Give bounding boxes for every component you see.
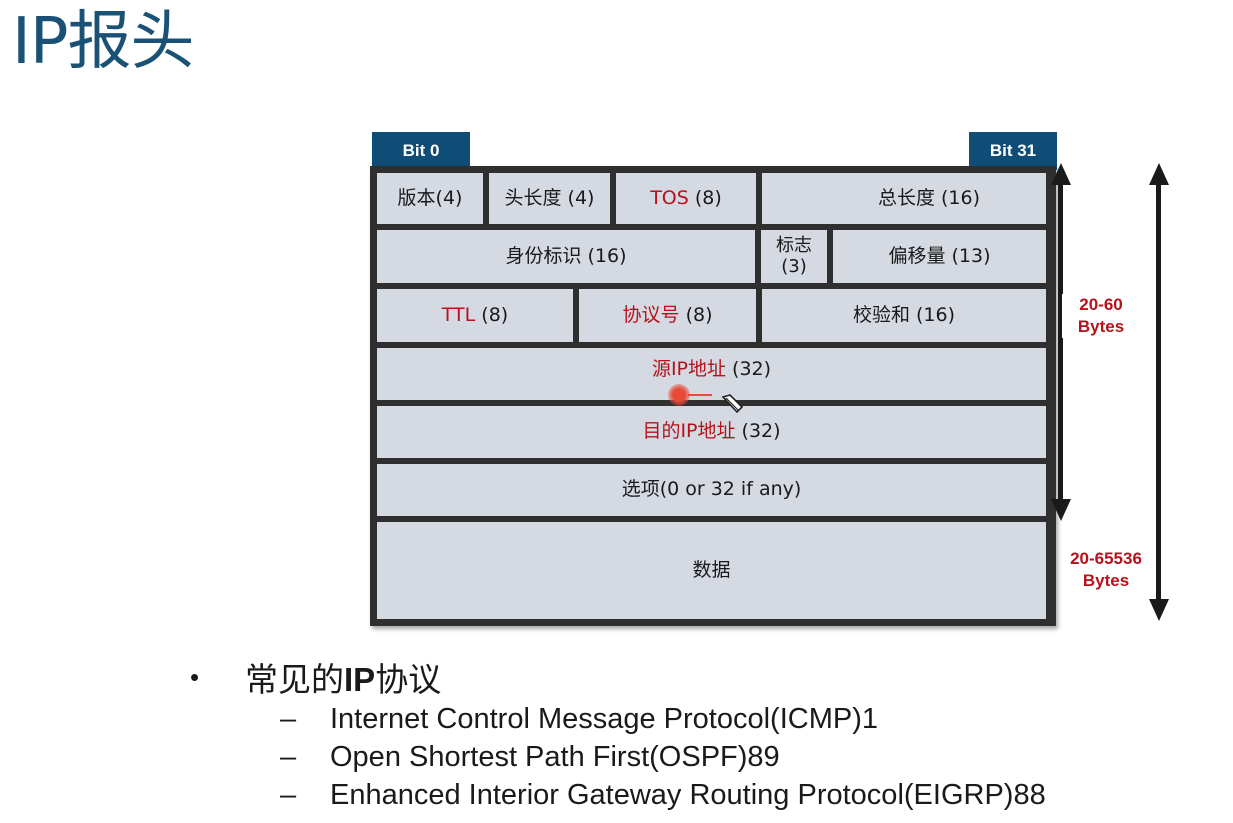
cell-destination-ip: 目的IP地址 (32) [377,406,1046,458]
cell-destination-ip-red-text: 目的IP地址 [642,420,736,443]
list-item: – Internet Control Message Protocol(ICMP… [280,700,1046,738]
cell-source-ip-text: (32) [726,358,772,381]
header-arrow-down-head [1051,499,1071,521]
packet-size-line1: 20-65536 [1070,549,1142,568]
page-title: IP报头 [12,5,194,79]
dash-icon: – [280,740,297,773]
dash-icon: – [280,778,297,811]
dash-icon: – [280,702,297,735]
pen-cursor-icon [721,394,744,414]
cell-source-ip-red-text: 源IP地址 [651,358,726,381]
cell-tos-text: (8) [688,186,722,209]
bullet-heading-bold: IP [344,661,376,698]
ip-header-diagram: 版本(4) 头长度 (4) TOS (8) 总长度 (16) 身份标识 (16)… [370,166,1056,626]
cell-tos-red-text: TOS [650,186,689,209]
cell-header-length-text: 头长度 (4) [504,186,595,209]
cell-data: 数据 [377,522,1046,619]
cell-ttl-text: (8) [475,303,509,326]
packet-arrow-shaft [1156,183,1161,601]
cell-data-text: 数据 [692,558,731,581]
list-item-text: Open Shortest Path First(OSPF)89 [330,740,780,773]
cell-fragment-offset-text: 偏移量 (13) [888,244,991,267]
list-item-text: Internet Control Message Protocol(ICMP)1 [330,702,878,735]
cell-ttl: TTL (8) [377,289,573,342]
cell-fragment-offset: 偏移量 (13) [833,230,1046,283]
cell-tos: TOS (8) [616,173,756,224]
list-item-text: Enhanced Interior Gateway Routing Protoc… [330,778,1046,811]
header-arrow-shaft [1058,183,1063,501]
bullet-heading-part1: 常见的 [245,661,344,698]
cell-identification-text: 身份标识 (16) [505,244,627,267]
protocol-list: • 常见的IP协议 – Internet Control Message Pro… [190,654,1046,814]
packet-size-line2: Bytes [1082,571,1130,590]
cell-options: 选项(0 or 32 if any) [377,464,1046,516]
bullet-dot-icon: • [190,661,200,692]
header-size-label: 20-60 Bytes [1062,294,1140,338]
cell-protocol-red-text: 协议号 [622,303,680,326]
bit-0-tab: Bit 0 [372,132,470,170]
packet-arrow-up-head [1149,163,1169,185]
bullet-heading-part2: 协议 [375,661,442,698]
laser-pointer-icon [668,384,690,406]
cell-source-ip: 源IP地址 (32) [377,348,1046,400]
list-item: – Enhanced Interior Gateway Routing Prot… [280,776,1046,814]
cell-options-text: 选项(0 or 32 if any) [621,478,802,501]
bullet-heading: • 常见的IP协议 [190,654,1046,700]
packet-size-label: 20-65536 Bytes [1062,548,1150,592]
laser-trail [688,394,712,396]
cell-protocol-text: (8) [679,303,713,326]
cell-version: 版本(4) [377,173,483,224]
cell-identification: 身份标识 (16) [377,230,755,283]
cell-version-text: 版本(4) [397,186,463,209]
header-arrow-up-head [1051,163,1071,185]
cell-destination-ip-text: (32) [735,420,781,443]
header-size-line1: 20-60 [1079,295,1123,314]
cell-checksum: 校验和 (16) [762,289,1046,342]
cell-flags-text: 标志 (3) [776,234,812,277]
cell-header-length: 头长度 (4) [489,173,610,224]
cell-checksum-text: 校验和 (16) [852,303,956,326]
header-size-line2: Bytes [1077,317,1125,336]
cell-total-length: 总长度 (16) [762,173,1046,224]
cell-ttl-red-text: TTL [441,303,476,326]
bullet-heading-text: 常见的IP协议 [245,653,441,701]
bit-31-tab: Bit 31 [969,132,1057,170]
packet-arrow-down-head [1149,599,1169,621]
cell-total-length-text: 总长度 (16) [877,186,981,209]
list-item: – Open Shortest Path First(OSPF)89 [280,738,1046,776]
cell-protocol: 协议号 (8) [579,289,756,342]
cell-flags: 标志 (3) [761,230,827,283]
